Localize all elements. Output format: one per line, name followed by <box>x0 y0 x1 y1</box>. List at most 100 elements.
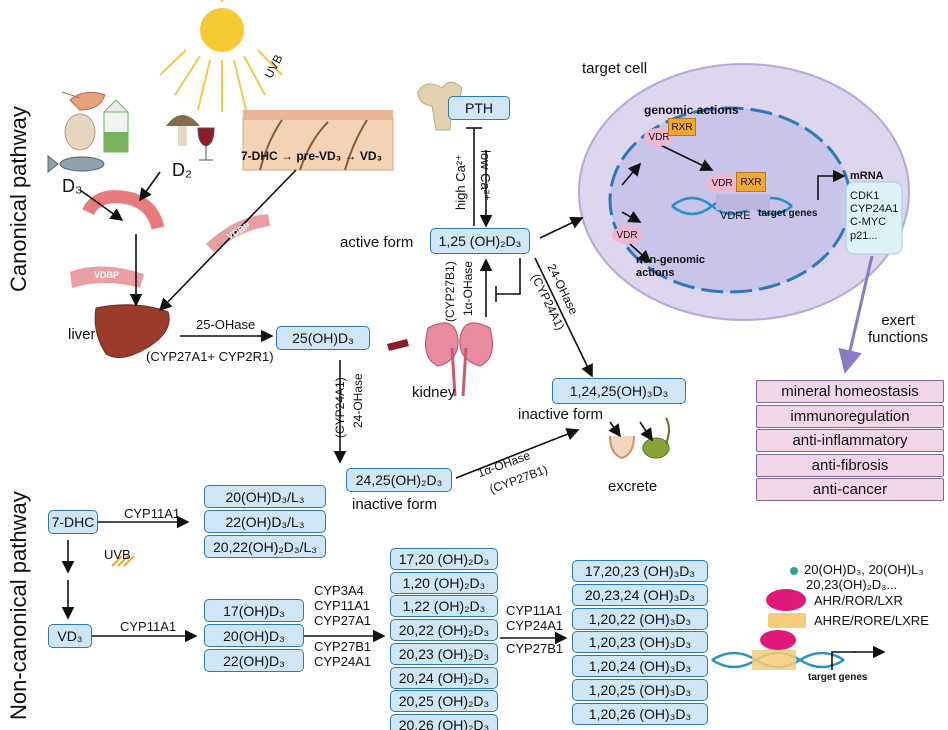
compound-box: 1,20,24 (OH)₃D₃ <box>572 655 708 678</box>
box-7dhc: 7-DHC <box>48 510 98 534</box>
inactive-form-label-1: inactive form <box>352 496 438 513</box>
ohase24-b-label: 24-OHase <box>351 373 365 428</box>
vdbp-shape-1 <box>70 266 144 288</box>
compound-box: 20(OH)D₃ <box>204 624 304 647</box>
arrow-to-genomic <box>621 162 642 186</box>
intestine-icon <box>82 190 165 230</box>
legend-transcription-stem <box>831 651 856 670</box>
active-form-label: active form <box>340 234 414 251</box>
compound-box: 1,20,22 (OH)₃D₃ <box>572 607 708 630</box>
function-item: mineral homeostasis <box>756 380 944 403</box>
mrna-label: mRNA <box>850 170 884 182</box>
box-125ohd3: 1,25 (OH)₂D₃ <box>430 228 530 254</box>
cyp27b1-label: (CYP27B1) <box>443 261 457 322</box>
legend-element-on-dna <box>752 650 796 670</box>
gallbladder-icon <box>642 417 670 459</box>
compound-box: 20,22(OH)₂D₃/L₃ <box>204 535 326 558</box>
function-item: anti-fibrosis <box>756 453 944 477</box>
bladder-icon <box>609 435 635 460</box>
compound-box: 20(OH)D₃/L₃ <box>204 485 326 508</box>
legend-target-genes-label: target genes <box>808 672 868 683</box>
cyp24a1-b-label: (CYP24A1) <box>333 377 347 438</box>
arrow-skin-liver <box>158 169 297 312</box>
enzyme-label: CYP24A1 <box>314 653 372 669</box>
kidney-label: kidney <box>412 384 456 401</box>
high-ca-inhibit <box>466 127 482 226</box>
compound-box: 17,20,23 (OH)₃D₃ <box>572 560 708 582</box>
exert-functions-label: exert functions <box>868 312 929 347</box>
d2-label: D₂ <box>172 160 192 180</box>
function-item: anti-cancer <box>756 478 944 501</box>
arrow-2425-12425 <box>455 428 580 479</box>
compound-box: 20,23 (OH)₂D₃ <box>390 642 498 665</box>
egg-icon <box>64 113 96 151</box>
canonical-pathway-label: Canonical pathway <box>6 106 31 292</box>
fish-icon <box>47 154 105 174</box>
skin-synthesis-label: 7-DHC → pre-VD₃ → VD₃ <box>241 149 383 163</box>
compound-box: 20,25 (OH)₂D₃ <box>390 690 498 713</box>
enzyme-25-label: 25-OHase <box>196 317 256 332</box>
compound-box: 1,20 (OH)₂D₃ <box>390 571 498 594</box>
gene-item: p21... <box>850 229 878 242</box>
transcription-arrow <box>817 169 846 200</box>
enzyme-label: CYP27A1 <box>314 612 372 628</box>
inactive-form-label-2: inactive form <box>518 406 604 423</box>
enzyme-label: CYP11A1 <box>506 603 563 618</box>
vdbp-tag-1: VDBP <box>94 270 120 280</box>
enzyme-label: CYP24A1 <box>506 617 564 633</box>
arrow-to-nongenomic <box>621 210 642 223</box>
non-genomic-label: non-genomic actions <box>636 254 706 279</box>
enzyme-right-bottom: CYP27B1 <box>506 641 564 656</box>
compound-box: 1,20,25 (OH)₃D₃ <box>572 679 708 701</box>
compound-box: 22(OH)D₃/L₃ <box>204 510 326 533</box>
gene-item: CYP24A1 <box>850 203 899 216</box>
low-ca-label: low Ca²⁺ <box>478 150 493 201</box>
compound-box: 1,22 (OH)₂D₃ <box>390 595 498 618</box>
function-item: anti-inflammatory <box>756 429 944 452</box>
legend-receptors-label: AHR/ROR/LXR <box>814 593 903 608</box>
cyp11a1-b-label: CYP11A1 <box>120 619 177 634</box>
enzyme-label: CYP27B1 <box>314 639 372 654</box>
wine-glass-icon <box>197 127 215 161</box>
one-alpha-label: 1α-OHase <box>461 261 475 316</box>
box-12425ohd3: 1,24,25(OH)₃D₃ <box>552 378 686 404</box>
vdbp-fragment-icon <box>387 339 409 351</box>
compound-box: 1,20,26 (OH)₃D₃ <box>572 702 708 725</box>
legend-elements-label: AHRE/RORE/LXRE <box>814 613 929 628</box>
box-pth: PTH <box>448 96 510 120</box>
box-vd3: VD₃ <box>48 624 92 648</box>
legend-ligands-line1: 20(OH)D₃, 20(OH)L₃ <box>804 562 924 577</box>
rxr-receptor-2: RXR <box>736 172 766 192</box>
compound-box: 17,20 (OH)₂D₃ <box>390 548 498 570</box>
compound-box: 20,24 (OH)₂D₃ <box>390 666 498 689</box>
compound-box: 20,23,24 (OH)₃D₃ <box>572 583 708 606</box>
compound-box: 1,20,23 (OH)₃D₃ <box>572 631 708 654</box>
vdbp-shape-2 <box>206 214 270 252</box>
mrna-genes-panel <box>845 181 903 255</box>
gene-item: C-MYC <box>850 216 887 229</box>
arrow-excrete-1 <box>608 421 621 438</box>
milk-carton-icon <box>102 99 130 153</box>
vdr-receptor-1: VDR <box>644 128 674 146</box>
high-ca-label: high Ca²⁺ <box>453 154 468 210</box>
legend-ligand-dot <box>790 567 798 575</box>
gene-item: CDK1 <box>850 190 880 202</box>
sun-icon <box>159 0 283 112</box>
noncanonical-pathway-label: Non-canonical pathway <box>6 491 31 720</box>
arrow-d3-intestine <box>79 189 124 221</box>
box-25ohd3: 25(OH)D₃ <box>276 326 370 350</box>
exert-arrow <box>838 255 874 374</box>
arrow-vdr-nongenomic <box>629 243 652 264</box>
d3-label: D₃ <box>62 176 83 196</box>
function-item: immunoregulation <box>756 404 944 428</box>
compound-box: 17(OH)D₃ <box>204 599 304 622</box>
skin-layer-icon <box>242 110 394 171</box>
vdr-receptor-2: VDR <box>706 174 738 192</box>
mushroom-icon <box>166 115 200 146</box>
genomic-actions-label: genomic actions <box>644 103 739 117</box>
